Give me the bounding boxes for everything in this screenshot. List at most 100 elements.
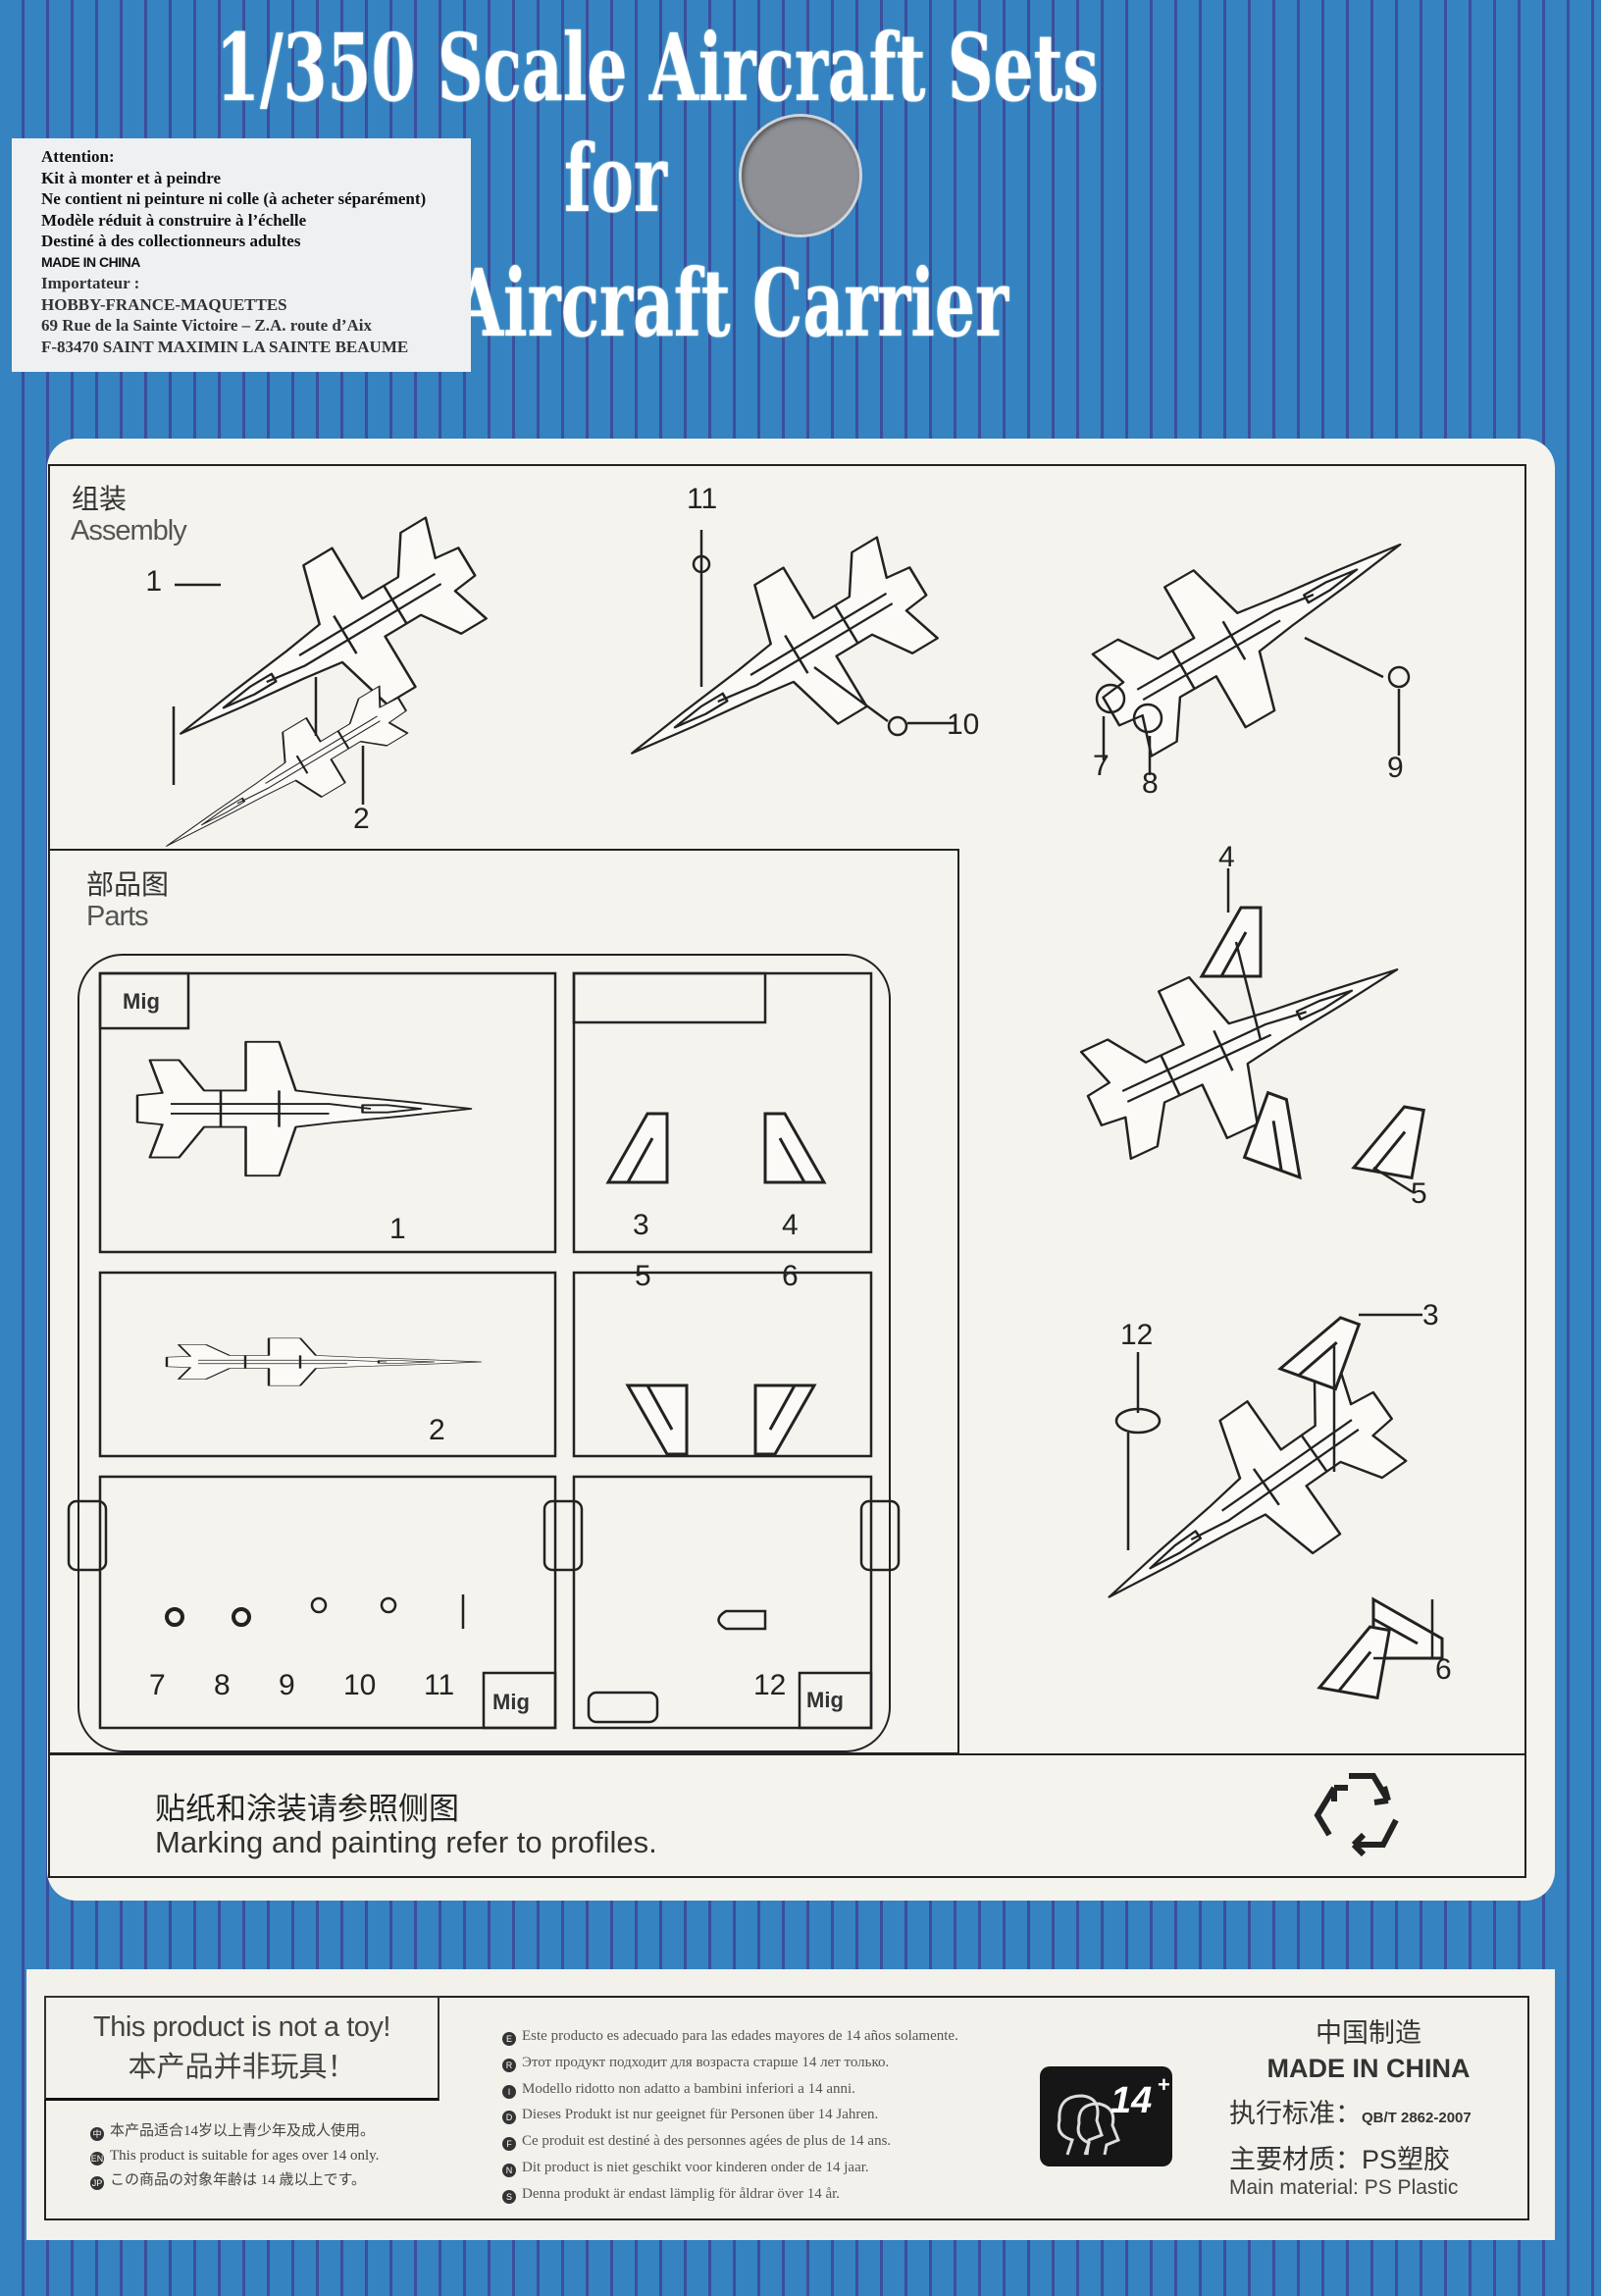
sticker-line: Destiné à des collectionneurs adultes — [41, 232, 301, 250]
instruction-border — [48, 464, 1526, 1878]
material-en: Main material: PS Plastic — [1229, 2176, 1459, 2199]
aircraft-step2-drawing — [589, 510, 961, 824]
age-line: EN This product is suitable for ages over… — [90, 2144, 379, 2168]
sprue-tag: Mig — [492, 1690, 530, 1714]
part-number: 8 — [214, 1669, 231, 1701]
divider — [48, 1753, 1526, 1755]
aircraft-lower-body-drawing — [146, 670, 423, 880]
sticker-line: MADE IN CHINA — [41, 253, 140, 270]
sticker-line: Importateur : — [41, 274, 140, 292]
age-14-plus-badge: 14 + — [1040, 2066, 1172, 2166]
origin-info: 中国制造 MADE IN CHINA 执行标准：QB/T 2862-2007 主… — [1216, 2011, 1521, 2200]
part-number: 7 — [149, 1669, 166, 1701]
warning-line: R Этот продукт подходит для возраста стар… — [502, 2050, 958, 2076]
part-number: 6 — [782, 1260, 799, 1292]
made-in-china-en: MADE IN CHINA — [1266, 2054, 1471, 2083]
lang-badge-icon: D — [502, 2111, 516, 2125]
lang-badge-icon: E — [502, 2032, 516, 2046]
part-1-drawing — [135, 1040, 473, 1177]
warning-line: D Dieses Produkt ist nur geeignet für Per… — [502, 2102, 958, 2128]
safety-panel — [26, 1969, 1555, 2240]
warning-line: I Modello ridotto non adatto a bambini in… — [502, 2076, 958, 2103]
callout-8: 8 — [1142, 767, 1159, 800]
sticker-line: 69 Rue de la Sainte Victoire – Z.A. rout… — [41, 316, 372, 335]
sprue-frame — [67, 954, 901, 1752]
warning-line: E Este producto es adecuado para las edad… — [502, 2023, 958, 2050]
part-number: 3 — [633, 1209, 649, 1241]
callout-6: 6 — [1435, 1653, 1452, 1686]
standard-value: QB/T 2862-2007 — [1362, 2110, 1472, 2126]
multilingual-warnings: E Este producto es adecuado para las edad… — [502, 2023, 958, 2208]
sticker-line: Attention: — [41, 147, 115, 166]
standard-label: 执行标准： — [1229, 2099, 1362, 2128]
sprue-tag: Mig — [806, 1688, 844, 1712]
callout-2: 2 — [353, 803, 370, 835]
sticker-line: Modèle réduit à construire à l’échelle — [41, 210, 307, 230]
age-line: 中本产品适合14岁以上青少年及成人使用。 — [90, 2119, 379, 2144]
hang-hole — [742, 117, 859, 235]
lang-badge-icon: JP — [90, 2176, 104, 2190]
warning-line: S Denna produkt är endast lämplig för åld… — [502, 2181, 958, 2208]
not-a-toy-box: This product is not a toy! 本产品并非玩具！ — [44, 1996, 439, 2101]
part-number: 4 — [782, 1209, 799, 1241]
safety-border — [44, 1996, 1529, 2220]
sprue-tag: Mig — [123, 989, 160, 1014]
title-line-2: for — [564, 125, 667, 234]
lang-badge-icon: S — [502, 2189, 516, 2204]
material-cn: 主要材质：PS塑胶 — [1229, 2145, 1451, 2174]
lang-badge-icon: EN — [90, 2152, 104, 2166]
aircraft-step3-drawing — [1069, 473, 1442, 783]
part-number: 11 — [424, 1669, 454, 1701]
standard-line: 执行标准：QB/T 2862-2007 — [1216, 2092, 1521, 2130]
title-line-3: Aircraft Carrier — [454, 249, 1009, 358]
part-number: 1 — [389, 1213, 406, 1245]
sticker-line: Kit à monter et à peindre — [41, 168, 222, 187]
part-number: 10 — [343, 1669, 376, 1701]
part-number: 12 — [753, 1669, 786, 1701]
heads-icon — [1057, 2094, 1120, 2156]
recycle-icon — [1314, 1773, 1399, 1857]
assembly-heading-en: Assembly — [71, 515, 187, 547]
title-line-1: 1/350 Scale Aircraft Sets — [216, 14, 1099, 123]
age-text: This product is suitable for ages over 1… — [110, 2148, 380, 2164]
parts-heading-cn: 部品图 — [86, 869, 170, 900]
callout-12: 12 — [1120, 1319, 1153, 1351]
lang-badge-icon: F — [502, 2137, 516, 2152]
callout-4: 4 — [1218, 841, 1235, 873]
markings-note-en: Marking and painting refer to profiles. — [155, 1825, 657, 1859]
age-warnings: 中本产品适合14岁以上青少年及成人使用。 EN This product is s… — [90, 2119, 379, 2193]
importer-sticker: Attention: Kit à monter et à peindre Ne … — [12, 138, 471, 372]
part-number: 9 — [279, 1669, 295, 1701]
sticker-line: F-83470 SAINT MAXIMIN LA SAINTE BEAUME — [41, 337, 409, 356]
warning-text: Этот продукт подходит для возраста старш… — [522, 2054, 890, 2070]
warning-text: Dieses Produkt ist nur geeignet für Pers… — [522, 2107, 879, 2123]
not-toy-cn: 本产品并非玩具！ — [128, 2052, 356, 2083]
callout-11: 11 — [687, 483, 717, 515]
lang-badge-icon: N — [502, 2163, 516, 2177]
age-plus: + — [1158, 2072, 1170, 2097]
warning-text: Modello ridotto non adatto a bambini inf… — [522, 2080, 855, 2097]
lang-badge-icon: R — [502, 2058, 516, 2072]
age-number: 14 — [1110, 2080, 1153, 2121]
warning-text: Dit product is niet geschikt voor kinder… — [522, 2159, 869, 2175]
lang-badge-icon: 中 — [90, 2127, 104, 2141]
sticker-line: Ne contient ni peinture ni colle (à ache… — [41, 189, 427, 208]
lang-badge-icon: I — [502, 2084, 516, 2099]
age-text: この商品の対象年齢は 14 歳以上です。 — [110, 2172, 367, 2188]
part-2-drawing — [165, 1336, 483, 1387]
warning-line: N Dit product is niet geschikt voor kinde… — [502, 2155, 958, 2181]
callout-1: 1 — [145, 565, 162, 598]
made-in-china-cn: 中国制造 — [1316, 2018, 1421, 2048]
part-number: 5 — [635, 1260, 651, 1292]
age-line: JP この商品の対象年齢は 14 歳以上です。 — [90, 2168, 379, 2193]
warning-text: Denna produkt är endast lämplig för åldr… — [522, 2185, 841, 2202]
part-number: 2 — [429, 1414, 445, 1446]
sticker-line: HOBBY-FRANCE-MAQUETTES — [41, 294, 287, 314]
callout-5: 5 — [1411, 1177, 1427, 1210]
assembly-heading-cn: 组装 — [72, 484, 128, 514]
warning-text: Este producto es adecuado para las edade… — [522, 2028, 958, 2044]
callout-7: 7 — [1093, 750, 1110, 782]
not-toy-en: This product is not a toy! — [93, 2011, 390, 2043]
